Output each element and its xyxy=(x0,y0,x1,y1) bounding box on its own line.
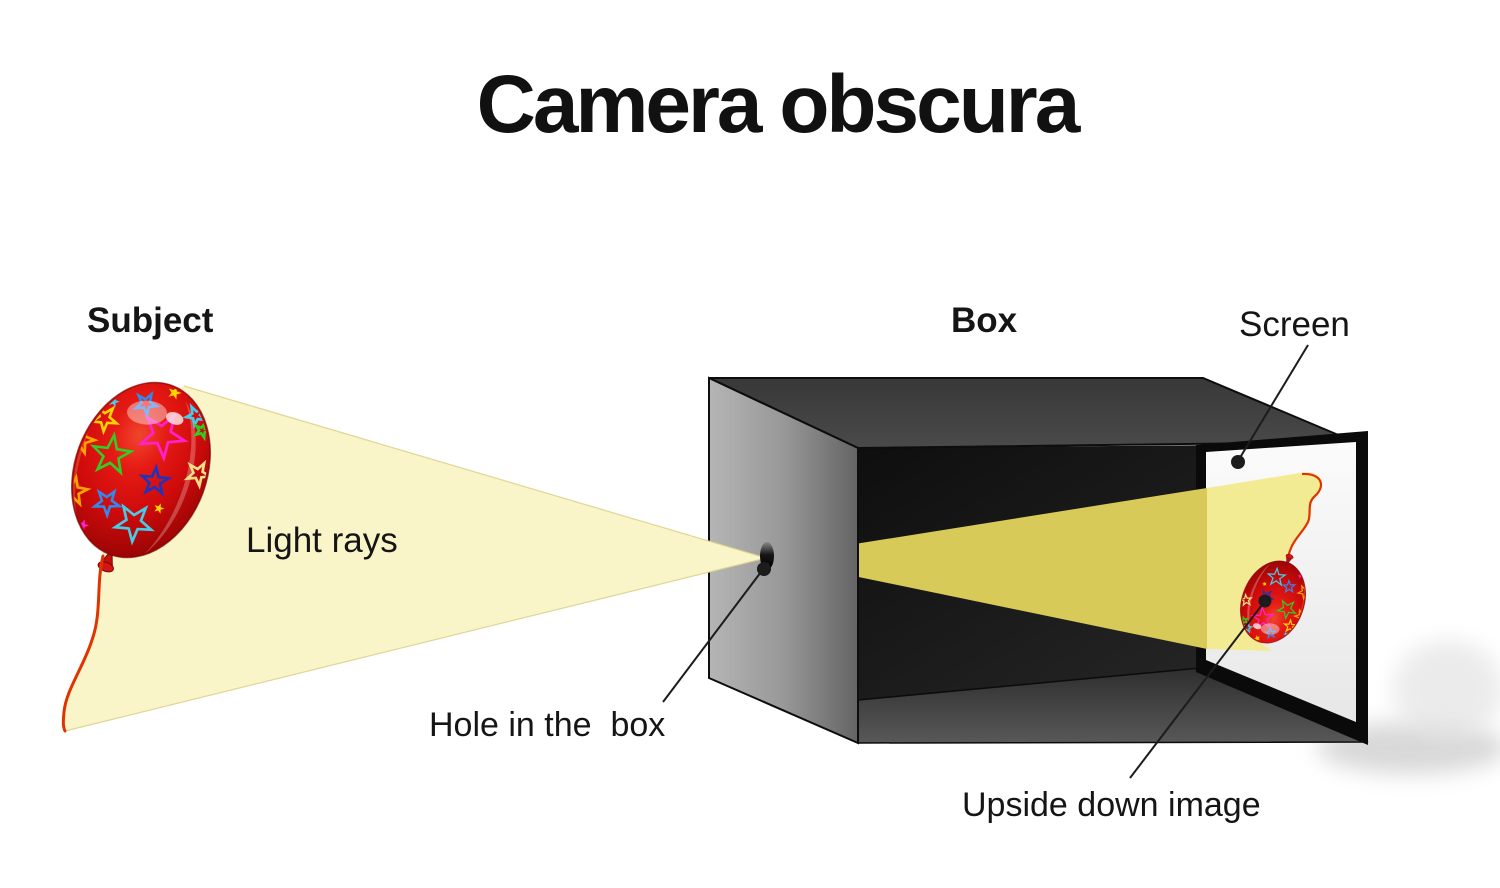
projected-balloon-string xyxy=(1286,472,1323,560)
hole-pointer-dot xyxy=(757,562,771,576)
outer-cone-edges xyxy=(64,385,767,732)
outer-light-cone xyxy=(63,386,767,731)
box-label: Box xyxy=(951,301,1018,340)
subject-label: Subject xyxy=(87,301,214,340)
page-title: Camera obscura xyxy=(476,59,1081,150)
image-pointer-dot xyxy=(1258,594,1272,608)
screen-pointer-line xyxy=(1237,344,1309,462)
hole-pointer-line xyxy=(662,567,765,703)
image-pointer-line xyxy=(1129,600,1266,779)
inner-light-cone xyxy=(767,488,1207,649)
screen-pointer-dot xyxy=(1231,455,1245,469)
hole-in-box-label: Hole in the box xyxy=(429,706,666,744)
upside-down-image-label: Upside down image xyxy=(962,786,1261,824)
screen-label: Screen xyxy=(1239,305,1350,344)
light-rays-label: Light rays xyxy=(246,521,398,560)
screen-light-patch xyxy=(1207,472,1322,651)
box-shadow-upper xyxy=(1393,640,1500,740)
balloon-string xyxy=(61,554,105,733)
box-front-face xyxy=(708,376,859,745)
